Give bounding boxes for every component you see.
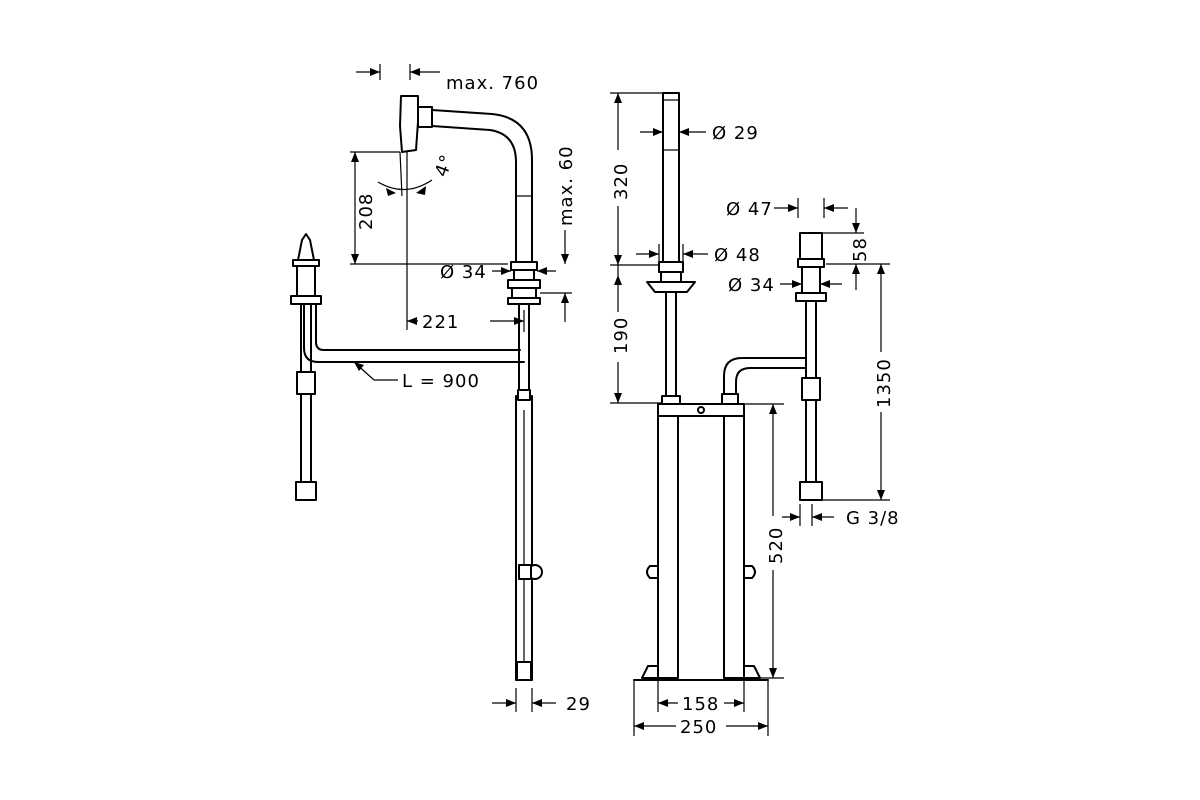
spray-head <box>399 95 419 153</box>
label-dia-47: Ø 47 <box>726 199 773 220</box>
label-angle-4: 4° <box>431 151 458 179</box>
base-plate <box>646 281 696 293</box>
label-hose-length: L = 900 <box>402 371 480 392</box>
label-29-bottom: 29 <box>566 694 591 715</box>
label-58: 58 <box>850 237 871 262</box>
right-dimensions: 320 190 Ø 29 Ø 48 Ø 47 <box>610 92 900 738</box>
label-208: 208 <box>356 193 377 230</box>
label-158: 158 <box>682 694 719 715</box>
label-max-760: max. 760 <box>446 73 539 94</box>
spout-tube <box>662 92 680 266</box>
label-dia-34-right: Ø 34 <box>728 275 775 296</box>
base-collar <box>510 261 538 271</box>
spray-head-collar <box>417 106 433 128</box>
side-valve-cap <box>799 232 823 260</box>
spout-arm-inner <box>431 125 517 263</box>
label-thread-g38: G 3/8 <box>846 508 900 529</box>
label-190: 190 <box>611 317 632 354</box>
angle-valve-handle <box>297 233 315 261</box>
label-250: 250 <box>680 717 717 738</box>
label-520: 520 <box>766 527 787 564</box>
label-dia-48: Ø 48 <box>714 245 761 266</box>
faucet-side-view <box>290 95 543 681</box>
spout-arm-outer <box>431 109 533 263</box>
label-max-60: max. 60 <box>556 145 577 226</box>
label-dia-29: Ø 29 <box>712 123 759 144</box>
supply-hose <box>303 299 525 363</box>
label-dia-34-left: Ø 34 <box>440 262 487 283</box>
faucet-front-view <box>633 92 827 681</box>
label-221: 221 <box>422 312 459 333</box>
label-1350: 1350 <box>874 358 895 408</box>
label-320: 320 <box>611 163 632 200</box>
left-dimensions: max. 760 208 4° max. 60 Ø 34 2 <box>350 64 591 715</box>
